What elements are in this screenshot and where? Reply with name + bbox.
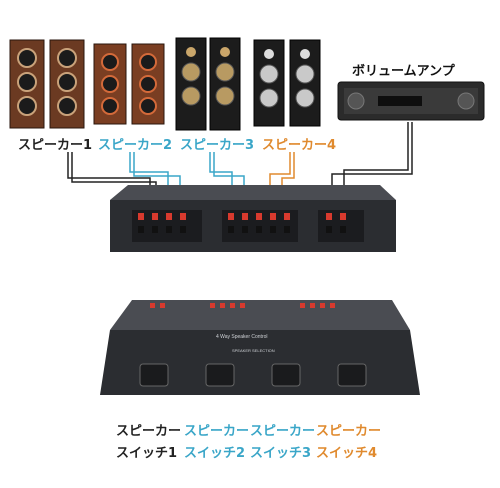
switch-2-line2: スイッチ2 <box>184 446 246 461</box>
speaker-pair-4 <box>253 39 321 127</box>
device-subtitle: SPEAKER SELECTION <box>232 348 275 353</box>
switch-3-line1: スピーカー <box>250 424 316 439</box>
speaker-4-label: スピーカー4 <box>262 138 337 153</box>
speaker-1-label: スピーカー1 <box>18 138 93 153</box>
switch-4-line2: スイッチ4 <box>316 446 378 461</box>
amplifier <box>337 81 485 121</box>
speaker-pair-3 <box>175 37 241 131</box>
speaker-2-label: スピーカー2 <box>98 138 173 153</box>
switch-box-rear <box>110 185 396 252</box>
switch-3-line2: スイッチ3 <box>250 446 312 461</box>
speaker-pair-2 <box>93 43 165 125</box>
switch-4-line1: スピーカー <box>316 424 382 439</box>
speaker-3-label: スピーカー3 <box>180 138 255 153</box>
switch-1-line2: スイッチ1 <box>116 446 178 461</box>
device-title: 4 Way Speaker Control <box>216 334 268 340</box>
switch-2-line1: スピーカー <box>184 424 250 439</box>
switch-box-front <box>100 300 420 395</box>
speaker-pair-1 <box>9 39 85 129</box>
switch-1-line1: スピーカー <box>116 424 182 439</box>
amp-label: ボリュームアンプ <box>352 64 455 79</box>
